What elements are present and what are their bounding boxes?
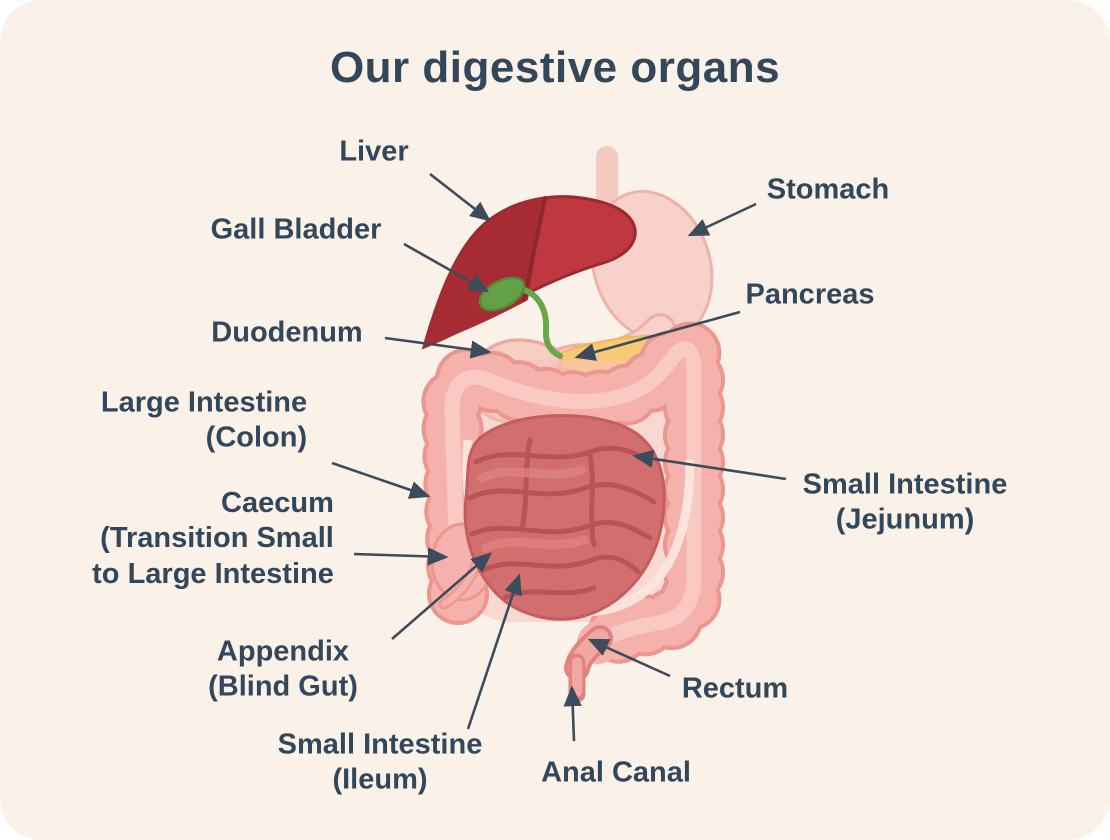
label-large-intestine: Large Intestine (Colon) xyxy=(100,386,308,454)
duodenum-arrow xyxy=(384,336,492,359)
label-small-intestine-jejunum: Small Intestine (Jejunum) xyxy=(802,468,1008,536)
page-title: Our digestive organs xyxy=(329,43,781,92)
label-pancreas: Pancreas xyxy=(745,278,875,311)
label-liver: Liver xyxy=(339,135,409,168)
label-appendix: Appendix (Blind Gut) xyxy=(208,635,358,703)
rectum-illustration xyxy=(564,625,613,703)
label-anal-canal: Anal Canal xyxy=(541,756,691,789)
label-caecum: Caecum (Transition Small to Large Intest… xyxy=(92,486,334,590)
label-rectum: Rectum xyxy=(681,672,789,705)
small-intestine-jejunum-arrow xyxy=(632,449,787,481)
large-intestine-illustration xyxy=(421,318,725,674)
label-small-intestine-ileum: Small Intestine (Ileum) xyxy=(277,728,483,796)
label-stomach: Stomach xyxy=(766,173,890,206)
appendix-arrow xyxy=(391,552,492,640)
large-intestine-arrow xyxy=(331,461,431,499)
liver-illustration xyxy=(421,195,637,350)
liver-arrow xyxy=(429,172,492,222)
anal-canal-arrow xyxy=(563,685,582,742)
caecum-arrow xyxy=(353,547,449,566)
gall-bladder-arrow xyxy=(403,242,490,293)
label-duodenum: Duodenum xyxy=(211,316,363,349)
stomach-arrow xyxy=(687,202,757,237)
label-gall-bladder: Gall Bladder xyxy=(210,213,382,246)
rectum-arrow xyxy=(587,638,671,678)
pancreas-arrow xyxy=(574,310,741,361)
gall-bladder-illustration xyxy=(478,276,563,359)
small-intestine-ileum-arrow xyxy=(466,573,522,730)
